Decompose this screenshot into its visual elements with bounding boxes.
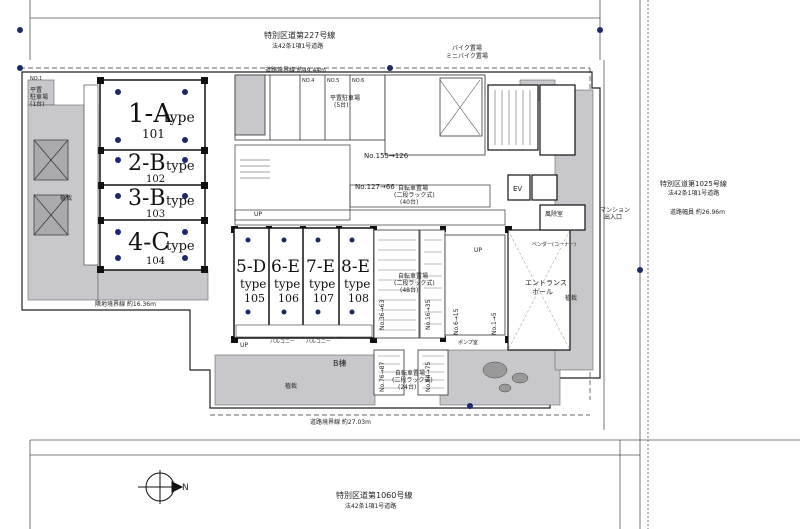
unit-type-108: type (344, 277, 370, 291)
unit-num-107: 107 (313, 292, 334, 305)
unit-num-102: 102 (146, 174, 165, 185)
unit-label-104: 4-C (128, 228, 170, 256)
ev-label: EV (513, 185, 522, 193)
bicycle-no8: No.64→75 (425, 362, 432, 392)
unit-type-102: type (166, 159, 195, 174)
bicycle-no6: No.1→5 (491, 312, 498, 335)
unit-num-105: 105 (244, 292, 265, 305)
top-bicycle (384, 74, 486, 156)
unit-type-107: type (309, 277, 335, 291)
balcony-label-1: バルコニー (270, 339, 295, 345)
rack-hatch (378, 239, 444, 389)
stair-lines (240, 90, 531, 179)
unit-type-104: type (166, 239, 195, 254)
unit-num-101: 101 (142, 127, 165, 141)
parking-label-1: NO.1 (30, 76, 42, 82)
unit-type-105: type (240, 277, 266, 291)
vending-label: ベンダー(コーナー) (532, 241, 576, 248)
unit-label-108: 8-E (341, 257, 370, 277)
unit-label-101: 1-A (128, 99, 173, 129)
compass (138, 470, 184, 504)
top-parking-label: 平置駐車場(5台) (330, 94, 360, 109)
planting-label-1: 植栽 (285, 382, 297, 390)
unit-label-102: 2-B (128, 151, 166, 176)
right-road-name: 特別区道第1025号線 (660, 179, 727, 188)
unit-type-101: type (164, 110, 195, 126)
bicycle-no3: No.36→63 (379, 300, 386, 330)
compass-label: N (182, 483, 189, 493)
facility-labels: NO.1 NO.4 NO.5 NO.6 バイク置場 ミニバイク置場 No.155… (30, 44, 577, 392)
rack-label-1: 自転車置場(二段ラック式)(40台) (394, 184, 435, 206)
right-core (487, 84, 576, 201)
parking-label-5: NO.5 (327, 78, 339, 84)
corridor (234, 144, 506, 226)
planting-label-2: 植栽 (60, 194, 72, 202)
unit-label-103: 3-B (128, 186, 166, 211)
planting-label-3: 植栽 (565, 294, 577, 302)
unit-label-107: 7-E (306, 257, 335, 277)
flat-parking-label: 平置駐車場(1台) (30, 87, 48, 108)
bicycle-no1: No.155→126 (364, 152, 409, 160)
mini-bike-label: ミニバイク置場 (446, 52, 488, 60)
up-label-2: UP (474, 247, 482, 254)
unit-num-103: 103 (146, 209, 165, 220)
road-labels: 特別区道第227号線 法42条1項1号道路 道路境界線 約49.44m 特別区道… (95, 30, 727, 510)
bicycle-no5: No.6→15 (453, 308, 460, 335)
top-boundary: 道路境界線 約49.44m (265, 66, 326, 74)
up-label-3: UP (254, 211, 262, 218)
left-shafts (33, 139, 69, 236)
units-left-block (99, 79, 206, 271)
unit-num-106: 106 (278, 292, 299, 305)
bottom-road-name: 特別区道第1060号線 (336, 490, 412, 500)
up-label-1: UP (240, 342, 248, 349)
top-road-sub: 法42条1項1号道路 (272, 42, 323, 50)
mansion-entrance-label: マンション出入口 (600, 207, 630, 221)
unit-type-103: type (166, 194, 195, 209)
planting-dots (17, 27, 643, 409)
rack-label-2: 自転車置場(二段ラック式)(48台) (394, 272, 435, 294)
top-road-name: 特別区道第227号線 (264, 30, 335, 40)
bike-parking-label: バイク置場 (452, 44, 482, 52)
parking-label-4: NO.4 (302, 78, 314, 84)
site-boundary (21, 71, 601, 409)
unit-num-104: 104 (146, 256, 165, 267)
units-bottom-block (233, 227, 375, 339)
left-boundary: 隣地境界線 約16.36m (95, 300, 156, 308)
unit-label-106: 6-E (271, 257, 300, 277)
top-parking (234, 74, 386, 141)
bottom-road-sub: 法42条1項1号道路 (345, 502, 396, 510)
unit-num-108: 108 (348, 292, 369, 305)
bottom-boundary: 道路境界線 約27.03m (310, 418, 371, 426)
balcony-left (83, 84, 99, 266)
unit-type-106: type (274, 277, 300, 291)
right-road-sub: 法42条1項1号道路 (668, 189, 719, 197)
b-building-label: B棟 (333, 358, 347, 368)
balcony-label-2: バルコニー (306, 339, 331, 345)
rack-label-3: 自転車置場(二段ラック式)(24台) (392, 369, 433, 391)
parking-label-6: NO.6 (352, 78, 364, 84)
entrance-hall-label: エントランスホール (525, 279, 567, 296)
entrance-hall-area (507, 204, 586, 351)
pump-room-label: ポンプ室 (458, 339, 478, 346)
balcony-bottom (235, 324, 373, 338)
bicycle-no7: No.76→87 (379, 362, 386, 392)
unit-label-105: 5-D (236, 257, 266, 277)
bicycle-no4: No.16→35 (425, 300, 432, 330)
windbreak-label: 風除室 (545, 210, 563, 218)
multiline-labels: 平置駐車場(1台) 平置駐車場(5台) 自転車置場(二段ラック式)(40台) 自… (30, 87, 630, 391)
right-road-width: 道路幅員 約26.96m (670, 208, 725, 216)
bicycle-no2: No.127→66 (355, 183, 395, 191)
rock-garden (482, 361, 529, 393)
road-lines (29, 0, 800, 529)
unit-labels: 1-A type 101 2-B type 102 3-B type 103 4… (128, 99, 370, 305)
